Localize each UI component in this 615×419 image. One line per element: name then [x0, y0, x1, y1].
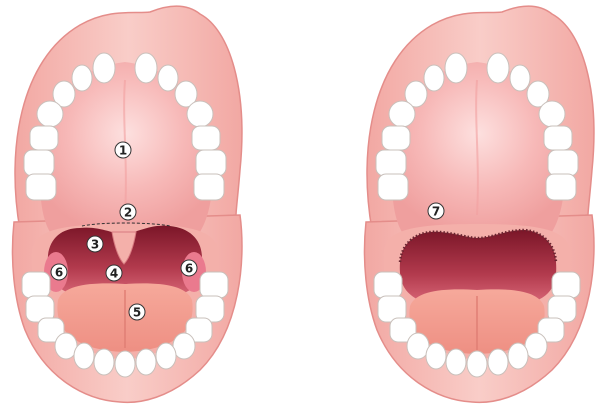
tooth-icon: [192, 126, 220, 150]
label-badge-6-left: 6: [51, 264, 67, 280]
label-6-left-text: 6: [55, 266, 63, 280]
tooth-icon: [389, 101, 415, 127]
label-5-text: 5: [133, 306, 141, 320]
label-6-right-text: 6: [185, 262, 193, 276]
tooth-icon: [488, 349, 508, 375]
tooth-icon: [156, 343, 176, 369]
label-1-text: 1: [119, 144, 127, 158]
tooth-icon: [446, 349, 466, 375]
tooth-icon: [467, 351, 487, 377]
tooth-icon: [445, 53, 467, 83]
tooth-icon: [24, 150, 54, 176]
tooth-icon: [158, 65, 178, 91]
label-badge-5: 5: [129, 304, 145, 320]
tooth-icon: [136, 349, 156, 375]
label-badge-6-right: 6: [181, 260, 197, 276]
label-2-text: 2: [124, 206, 132, 220]
tooth-icon: [376, 150, 406, 176]
tooth-icon: [93, 53, 115, 83]
tooth-icon: [508, 343, 528, 369]
tooth-icon: [510, 65, 530, 91]
tooth-icon: [374, 272, 402, 298]
tooth-icon: [135, 53, 157, 83]
tooth-icon: [200, 272, 228, 298]
tooth-icon: [72, 65, 92, 91]
tooth-icon: [115, 351, 135, 377]
tooth-icon: [544, 126, 572, 150]
label-4-text: 4: [110, 267, 118, 281]
tooth-icon: [194, 174, 224, 200]
tooth-icon: [546, 174, 576, 200]
tooth-icon: [187, 101, 213, 127]
tooth-icon: [26, 174, 56, 200]
figure-before: 1 2 3 4 5 6 6: [12, 6, 242, 402]
tooth-icon: [548, 150, 578, 176]
label-7-text: 7: [432, 205, 440, 219]
label-badge-4: 4: [106, 265, 122, 281]
label-badge-2: 2: [120, 204, 136, 220]
tooth-icon: [487, 53, 509, 83]
tooth-icon: [37, 101, 63, 127]
tooth-icon: [196, 150, 226, 176]
tooth-icon: [424, 65, 444, 91]
tooth-icon: [382, 126, 410, 150]
tooth-icon: [426, 343, 446, 369]
tooth-icon: [22, 272, 50, 298]
label-badge-3: 3: [87, 236, 103, 252]
tooth-icon: [74, 343, 94, 369]
label-badge-7: 7: [428, 203, 444, 219]
tooth-icon: [539, 101, 565, 127]
figure-after: 7: [364, 6, 594, 402]
label-badge-1: 1: [115, 142, 131, 158]
tooth-icon: [552, 272, 580, 298]
tooth-icon: [378, 174, 408, 200]
tooth-icon: [94, 349, 114, 375]
label-3-text: 3: [91, 238, 99, 252]
tooth-icon: [30, 126, 58, 150]
